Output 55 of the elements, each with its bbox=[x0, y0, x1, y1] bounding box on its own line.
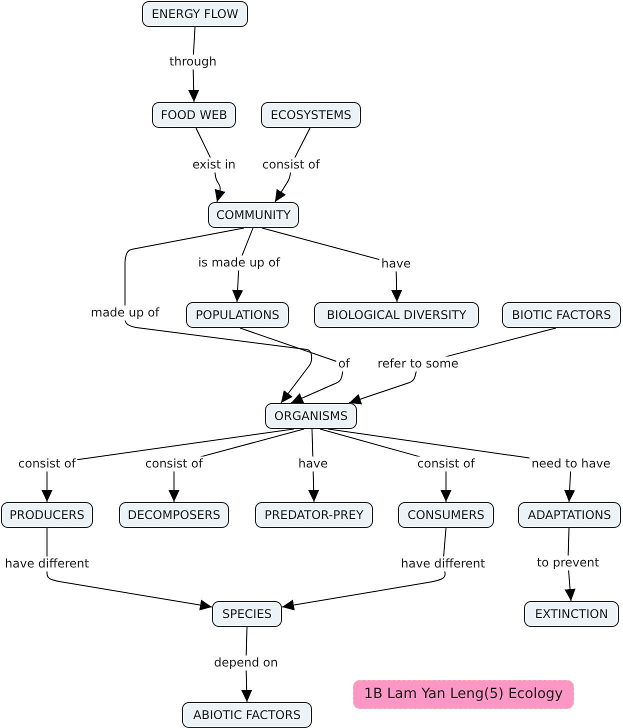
concept-text: PREDATOR-PREY bbox=[264, 508, 364, 522]
edge-label: have bbox=[379, 256, 413, 272]
concept-box bbox=[152, 102, 236, 128]
concept-box bbox=[212, 601, 282, 627]
concept-text: BIOTIC FACTORS bbox=[512, 308, 612, 322]
concept-text: POPULATIONS bbox=[196, 308, 280, 322]
concept-box bbox=[265, 403, 357, 429]
edge-label: consist of bbox=[415, 456, 477, 472]
concept-text: FOOD WEB bbox=[160, 108, 228, 122]
concept-box bbox=[1, 502, 93, 528]
arrow bbox=[240, 328, 344, 404]
edge-label: refer to some bbox=[376, 356, 460, 372]
edge-label: need to have bbox=[529, 456, 613, 472]
edge-label: have different bbox=[398, 556, 488, 572]
edge-label: consist of bbox=[143, 456, 205, 472]
concept-box bbox=[255, 502, 373, 528]
concept-text: ABIOTIC FACTORS bbox=[193, 708, 301, 722]
concept-box bbox=[524, 601, 619, 627]
concept-box bbox=[261, 102, 361, 128]
edge-label: consist of bbox=[260, 158, 322, 172]
concept-text: ORGANISMS bbox=[274, 409, 348, 423]
note-text: 1B Lam Yan Leng(5) Ecology bbox=[364, 686, 563, 703]
concept-text: DECOMPOSERS bbox=[128, 508, 220, 522]
edge-label: to prevent bbox=[534, 556, 602, 570]
concept-text: BIOLOGICAL DIVERSITY bbox=[326, 308, 466, 322]
edge-label: exist in bbox=[190, 158, 238, 172]
concept-box bbox=[119, 502, 229, 528]
concept-box bbox=[142, 1, 248, 27]
concept-text: PRODUCERS bbox=[10, 508, 84, 522]
edge-label: through bbox=[167, 54, 219, 70]
edge-label: depend on bbox=[212, 656, 280, 670]
note-box bbox=[353, 680, 574, 709]
edge-label: have bbox=[296, 456, 330, 472]
concept-box bbox=[398, 502, 494, 528]
concept-box bbox=[518, 502, 621, 528]
edge-label: consist of bbox=[16, 456, 78, 472]
concept-text: EXTINCTION bbox=[534, 607, 608, 621]
arrow bbox=[46, 528, 212, 610]
concept-box bbox=[502, 302, 621, 328]
concept-box bbox=[182, 702, 312, 728]
edge-label: of bbox=[336, 356, 352, 372]
concept-box bbox=[208, 202, 299, 228]
edge-label: have different bbox=[2, 556, 92, 572]
concept-box bbox=[314, 302, 479, 328]
concept-text: CONSUMERS bbox=[407, 508, 485, 522]
arrow bbox=[282, 528, 446, 610]
edge-label: is made up of bbox=[196, 256, 282, 270]
edge-label: made up of bbox=[88, 306, 162, 320]
arrow bbox=[124, 228, 312, 404]
concept-text: SPECIES bbox=[222, 607, 272, 621]
concept-box bbox=[186, 302, 289, 328]
concept-text: COMMUNITY bbox=[216, 208, 291, 222]
concept-text: ECOSYSTEMS bbox=[270, 108, 352, 122]
concept-text: ENERGY FLOW bbox=[152, 7, 238, 21]
concept-text: ADAPTATIONS bbox=[528, 508, 612, 522]
